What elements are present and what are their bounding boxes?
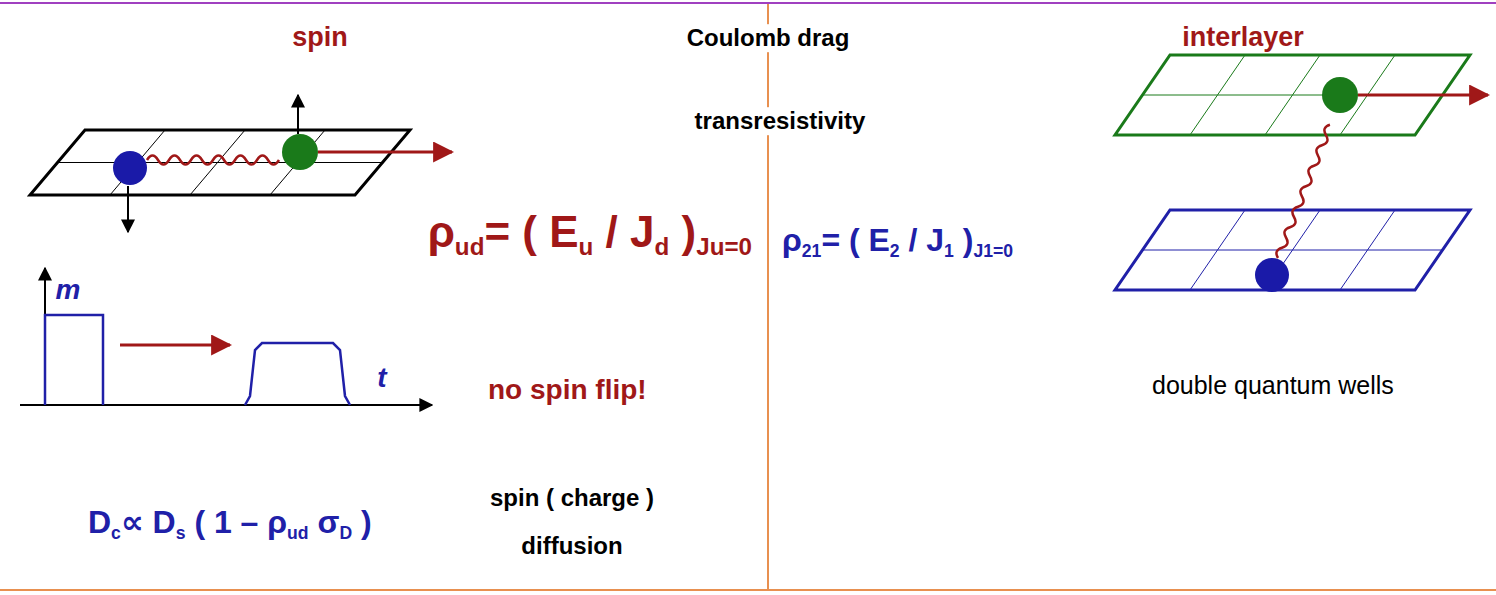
bottom-rule bbox=[0, 589, 1496, 591]
caption-note: double quantum wells bbox=[1152, 371, 1394, 400]
spin-plane bbox=[30, 130, 410, 195]
subheading: transresistivity bbox=[689, 107, 872, 135]
title: Coulomb drag bbox=[681, 24, 856, 52]
top-rule bbox=[0, 2, 1496, 4]
axis-label: t bbox=[377, 362, 386, 394]
interaction-wave bbox=[1275, 123, 1333, 259]
spread-pulse bbox=[245, 343, 350, 405]
formula: ρud= ( Eu / Jd )Ju=0 bbox=[428, 207, 752, 258]
axis-label: m bbox=[56, 274, 81, 306]
electron-dot bbox=[282, 134, 318, 170]
drift-arrow bbox=[318, 151, 452, 154]
pulse bbox=[45, 315, 103, 405]
electron-dot bbox=[1255, 258, 1289, 292]
lower-layer bbox=[1115, 210, 1470, 290]
spin-down-arrow bbox=[127, 186, 129, 232]
section-heading: spin bbox=[292, 22, 348, 53]
divider-line bbox=[767, 4, 769, 589]
note: no spin flip! bbox=[488, 374, 647, 406]
electron-dot bbox=[113, 151, 147, 185]
spin-up-arrow bbox=[297, 95, 299, 134]
electron-dot bbox=[1322, 77, 1358, 113]
drift-arrow bbox=[1358, 94, 1488, 97]
formula: Dc∝ Ds ( 1 – ρud σD ) bbox=[88, 504, 372, 541]
x-axis bbox=[20, 404, 432, 406]
interaction-wave bbox=[147, 156, 279, 165]
time-arrow bbox=[120, 344, 230, 347]
formula: ρ21= ( E2 / J1 )J1=0 bbox=[782, 222, 1013, 259]
note: spin ( charge ) diffusion bbox=[467, 474, 677, 570]
section-heading: interlayer bbox=[1182, 22, 1304, 53]
